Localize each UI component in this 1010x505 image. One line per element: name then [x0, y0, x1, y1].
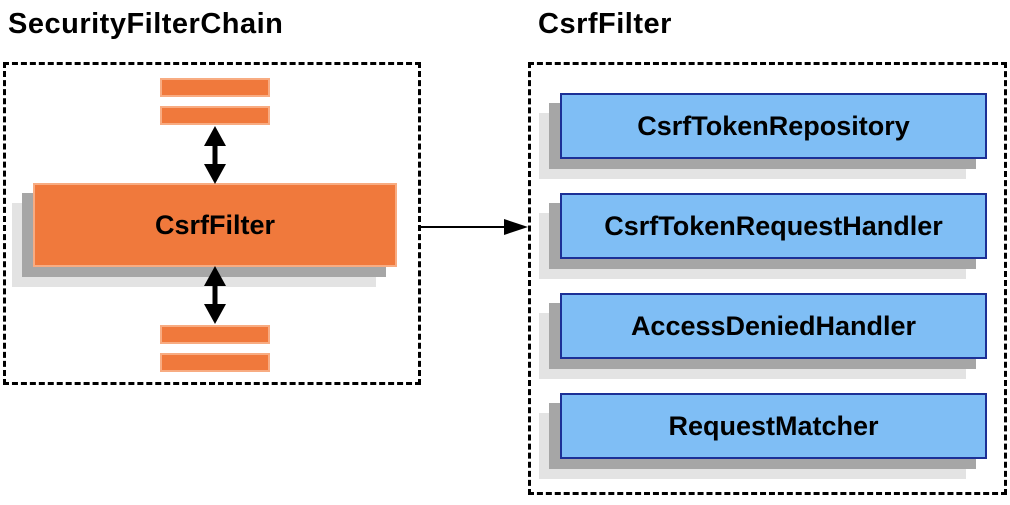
filter-slot-bar-top-1 [160, 78, 270, 97]
csrf-filter-box: CsrfFilter [33, 183, 397, 267]
component-label: CsrfTokenRepository [637, 110, 910, 141]
component-label: RequestMatcher [668, 410, 879, 441]
filter-slot-bar-top-2 [160, 106, 270, 125]
filter-slot-bar-bottom-2 [160, 353, 270, 372]
component-box-csrf-token-repository: CsrfTokenRepository [560, 93, 987, 159]
filter-slot-bar-bottom-1 [160, 325, 270, 344]
connector-arrow-icon [421, 219, 528, 235]
security-filter-chain-container [3, 62, 421, 385]
right-panel-title: CsrfFilter [538, 8, 672, 40]
component-box-access-denied-handler: AccessDeniedHandler [560, 293, 987, 359]
left-panel-title: SecurityFilterChain [8, 8, 284, 40]
component-box-request-matcher: RequestMatcher [560, 393, 987, 459]
component-box-csrf-token-request-handler: CsrfTokenRequestHandler [560, 193, 987, 259]
csrf-filter-box-label: CsrfFilter [154, 209, 276, 240]
csrf-filter-components-container [528, 62, 1007, 495]
component-label: AccessDeniedHandler [630, 310, 917, 341]
component-label: CsrfTokenRequestHandler [604, 210, 943, 241]
